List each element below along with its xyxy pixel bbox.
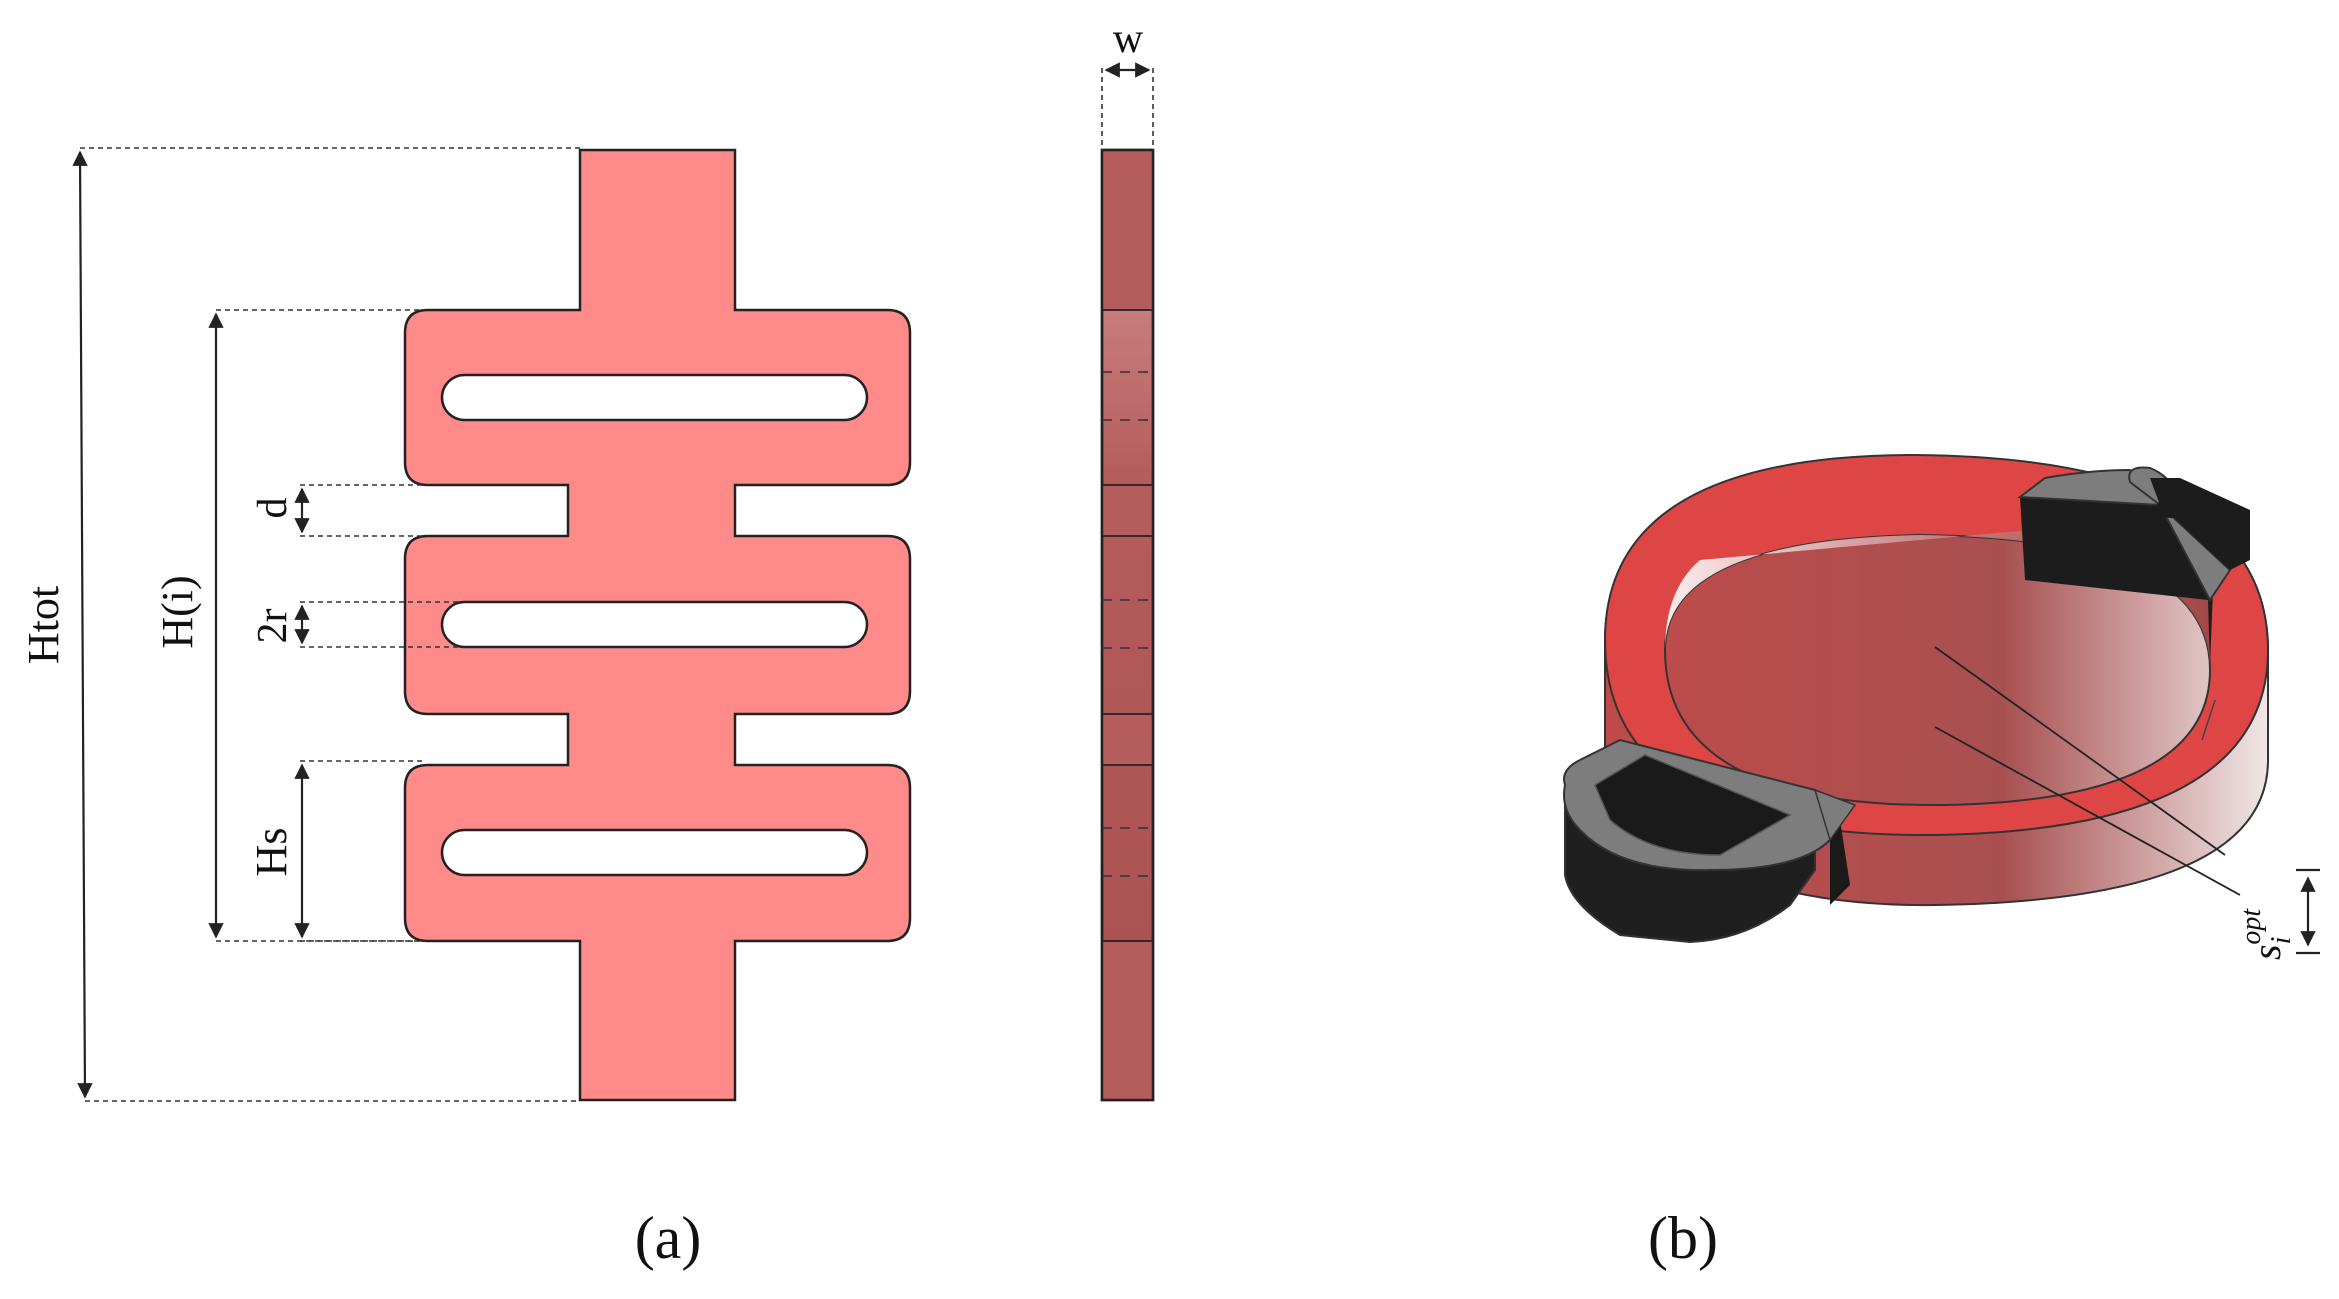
slot-middle: [440, 600, 869, 649]
si-opt-sub: i: [2266, 937, 2297, 945]
ring-3d-view: [1563, 453, 2270, 944]
htot-label: Htot: [19, 586, 68, 664]
spring-side-view: [1100, 148, 1155, 1102]
two-r-dimension: 2r: [250, 601, 460, 648]
si-opt-label: siopt: [2236, 908, 2297, 960]
w-label: w: [1113, 16, 1144, 62]
caption-b: (b): [1648, 1205, 1718, 1271]
slot-bottom: [440, 828, 869, 877]
left-mount-opening: [1594, 754, 1792, 856]
si-opt-dimension: siopt: [2236, 868, 2320, 960]
slot-top: [440, 373, 869, 422]
hi-label: H(i): [153, 575, 202, 648]
top-mount-hole: [2156, 498, 2188, 518]
two-r-label: 2r: [250, 609, 296, 644]
si-opt-sup: opt: [2236, 908, 2267, 945]
htot-dimension: Htot: [19, 147, 580, 1102]
d-label: d: [250, 498, 296, 519]
caption-a: (a): [635, 1205, 702, 1271]
inner-mount-band: [2020, 497, 2215, 665]
spring-front-view: [403, 148, 912, 1102]
d-dimension: d: [250, 484, 425, 537]
hs-dimension: Hs: [247, 760, 425, 942]
si-opt-base: s: [2244, 944, 2289, 960]
left-mount-collar: [1813, 788, 1857, 842]
w-dimension: w: [1101, 16, 1154, 150]
hs-label: Hs: [247, 828, 296, 877]
